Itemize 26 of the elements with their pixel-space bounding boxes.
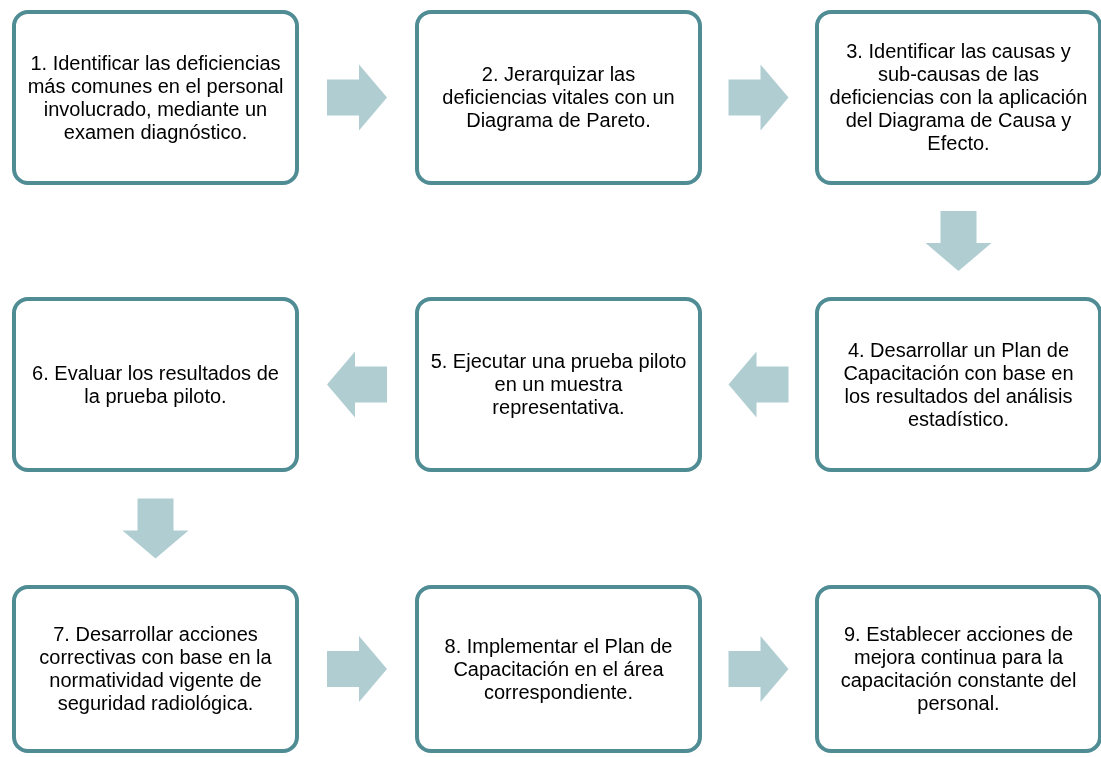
process-box (815, 585, 1101, 753)
block-arrow (728, 351, 789, 418)
process-box (12, 585, 299, 753)
process-box (415, 297, 702, 472)
block-arrow (327, 351, 387, 418)
step-text: 7. Desarrollar acciones correctivas con base en la normatividad vigente de seguridad radiológica. (38, 623, 273, 715)
process-box (415, 10, 702, 185)
step-text: 2. Jerarquizar las deficiencias vitales con un Diagrama de Pareto. (441, 63, 676, 132)
process-box (415, 585, 702, 753)
step-text: 9. Establecer acciones de mejora continua para la capacitación constante del personal. (839, 623, 1078, 715)
block-arrow (327, 64, 387, 131)
block-arrow (728, 64, 789, 131)
block-arrow (327, 636, 387, 702)
step-text: 5. Ejecutar una prueba piloto en un muestra representativa. (429, 350, 688, 419)
step-text: 6. Evaluar los resultados de la prueba piloto. (31, 361, 280, 408)
process-box (815, 10, 1101, 185)
process-box (12, 297, 299, 472)
step-text: 3. Identificar las causas y sub-causas de las deficiencias con la aplicación del Diagrama de Causa y Efecto. (829, 40, 1088, 155)
block-arrow (925, 211, 992, 271)
step-text: 8. Implementar el Plan de Capacitación en el área correspondiente. (443, 634, 674, 704)
step-text: 4. Desarrollar un Plan de Capacitación con base en los resultados del análisis estadístico. (842, 338, 1075, 431)
step-text: 1. Identificar las deficiencias más comunes en el personal involucrado, mediante un examen diagnóstico. (26, 51, 285, 144)
process-box (815, 297, 1101, 472)
process-box (12, 10, 299, 185)
block-arrow (122, 498, 189, 559)
block-arrow (728, 636, 789, 702)
